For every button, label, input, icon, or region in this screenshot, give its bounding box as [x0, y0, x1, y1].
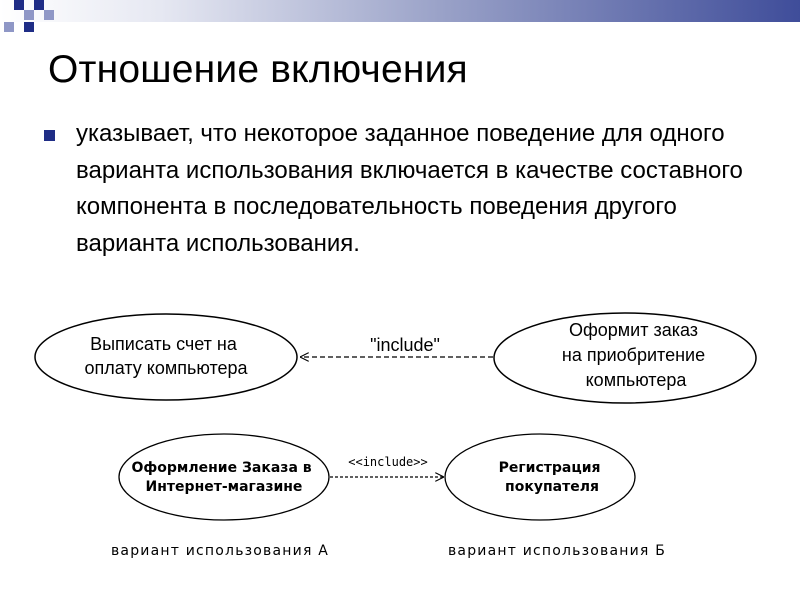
bullet-square-icon — [44, 130, 55, 141]
bullet-item: указывает, что некоторое заданное поведе… — [40, 116, 780, 262]
usecase-a-label: Оформление Заказа в Интернет-магазине — [131, 460, 316, 495]
usecase-a-ellipse — [118, 433, 330, 521]
usecase-right-line: компьютера — [586, 370, 688, 390]
usecase-b-ellipse — [444, 433, 636, 521]
decor-square — [24, 22, 34, 32]
decor-square — [24, 10, 34, 20]
include-label: "include" — [370, 335, 440, 355]
decor-square — [4, 22, 14, 32]
usecase-right-line: Оформит заказ — [569, 320, 698, 340]
usecase-right-label: Оформит заказ на приобритение компьютера — [562, 320, 710, 390]
header-gradient-bar — [0, 0, 800, 22]
usecase-b-line: покупателя — [505, 479, 599, 495]
caption-usecase-a: вариант использования А — [111, 543, 329, 559]
usecase-a-line: Оформление Заказа в — [131, 460, 311, 476]
bullet-text: указывает, что некоторое заданное поведе… — [76, 120, 743, 257]
usecase-right-ellipse — [493, 312, 757, 404]
usecase-b-label: Регистрация покупателя — [499, 460, 606, 495]
usecase-left-label: Выписать счет на оплату компьютера — [84, 334, 248, 378]
usecase-b-line: Регистрация — [499, 460, 601, 476]
usecase-a-line: Интернет-магазине — [146, 479, 303, 495]
caption-usecase-b: вариант использования Б — [448, 543, 666, 559]
usecase-left-ellipse — [34, 313, 298, 401]
usecase-right-line: на приобритение — [562, 345, 705, 365]
decor-square — [34, 0, 44, 10]
usecase-left-line: Выписать счет на — [90, 334, 238, 354]
usecase-left-line: оплату компьютера — [84, 358, 248, 378]
decor-square — [44, 10, 54, 20]
decor-square — [14, 0, 24, 10]
include-label-2: <<include>> — [348, 455, 427, 469]
page-title: Отношение включения — [48, 48, 468, 91]
